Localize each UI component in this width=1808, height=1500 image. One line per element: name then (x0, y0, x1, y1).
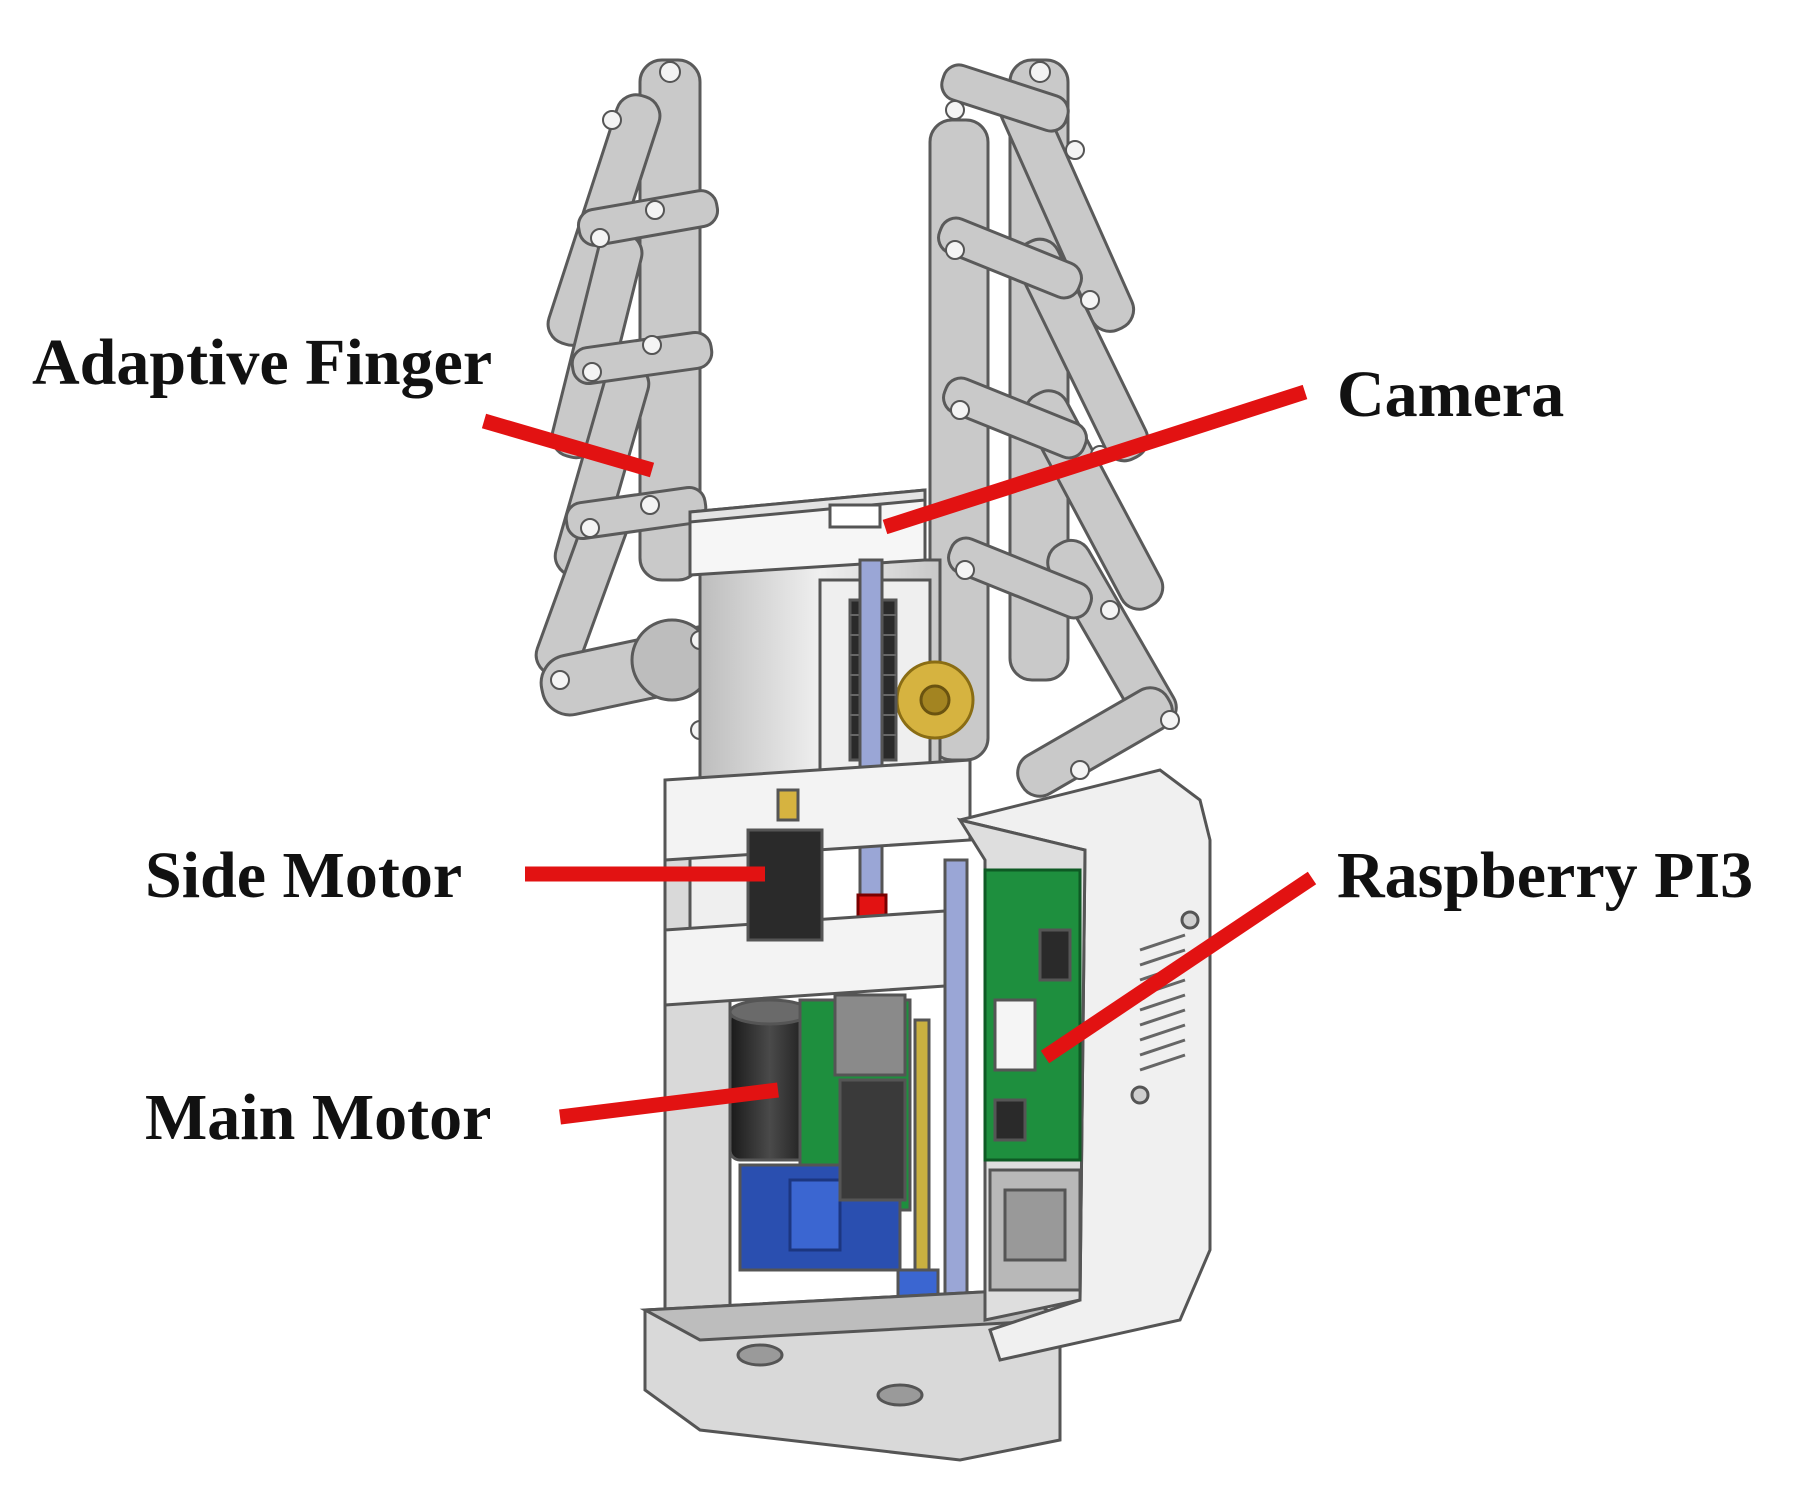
label-raspberry-pi: Raspberry PI3 (1337, 839, 1754, 912)
electronics-housing (956, 768, 1212, 1362)
right-finger (928, 58, 1180, 798)
left-finger (534, 58, 741, 740)
leader-main-motor (559, 1082, 779, 1125)
leader-raspberry-pi (1040, 871, 1317, 1064)
leader-lines (481, 384, 1317, 1125)
label-adaptive-finger: Adaptive Finger (32, 326, 493, 399)
label-main-motor: Main Motor (145, 1081, 492, 1154)
label-side-motor: Side Motor (145, 839, 463, 912)
label-camera: Camera (1337, 358, 1565, 431)
lower-body (639, 758, 1065, 1462)
leader-camera (882, 384, 1308, 535)
leader-adaptive-finger (481, 413, 655, 478)
